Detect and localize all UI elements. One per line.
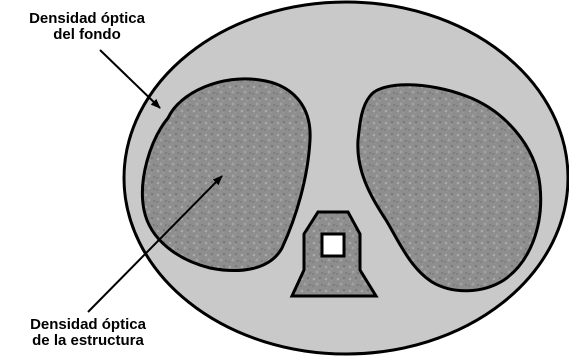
background-pointer-arrow <box>100 50 160 108</box>
structure-density-label-line1: Densidad óptica <box>0 317 176 333</box>
background-density-label-line1: Densidad óptica <box>2 11 172 27</box>
structure-density-label-line2: de la estructura <box>0 333 176 349</box>
spinal-canal-hole <box>322 234 344 256</box>
structure-density-label: Densidad óptica de la estructura <box>0 317 176 349</box>
background-density-label: Densidad óptica del fondo <box>2 11 172 43</box>
background-density-label-line2: del fondo <box>2 27 172 43</box>
